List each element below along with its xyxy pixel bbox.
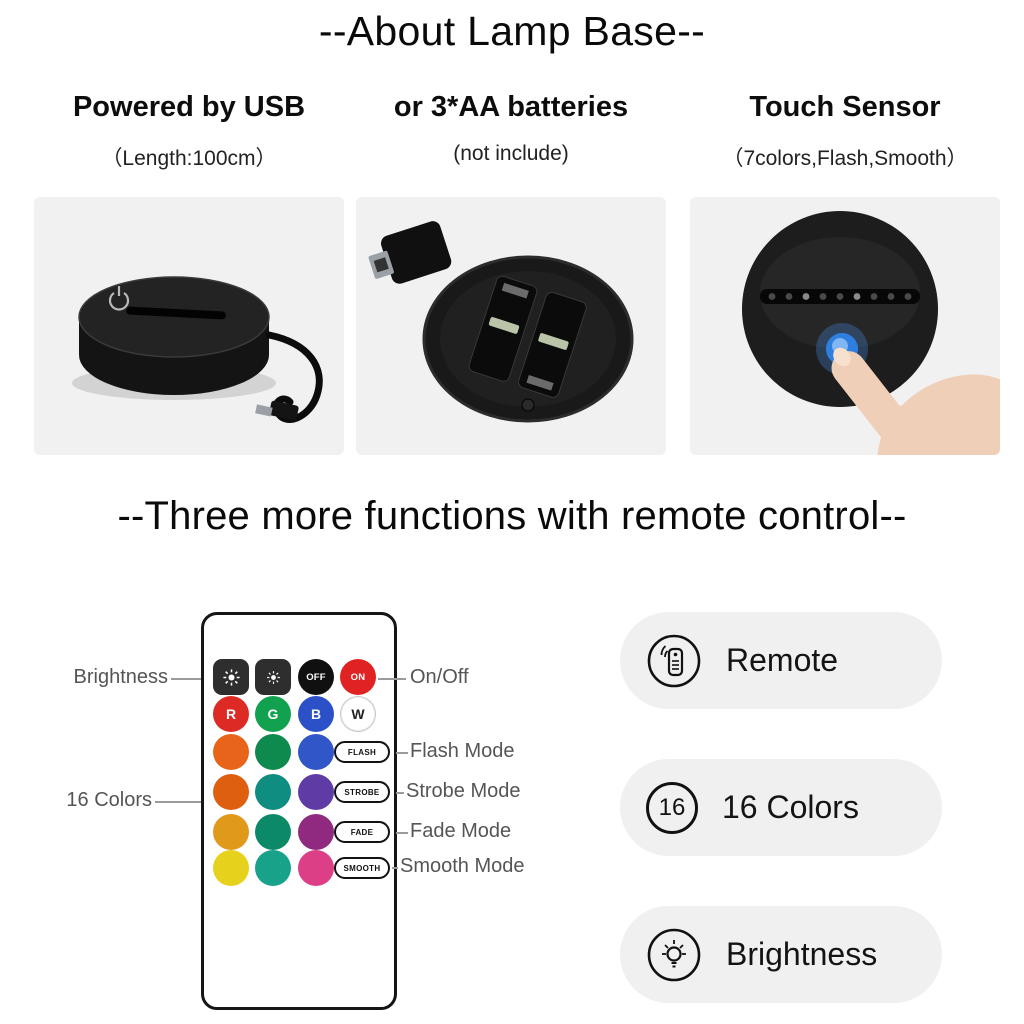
callout-line (392, 867, 398, 869)
blue-key-button: B (298, 696, 334, 732)
sixteen-colors-callout: 16 Colors (66, 789, 152, 811)
panel-usb: Powered by USB （Length:100cm） (34, 85, 344, 455)
16-badge-icon: 16 (646, 781, 698, 834)
brightness-up-button (213, 659, 249, 695)
panel-touch-subheading: （7colors,Flash,Smooth） (722, 147, 968, 170)
onoff-callout: On/Off (410, 666, 469, 688)
brightness-down-button (255, 659, 291, 695)
finger-image (831, 351, 1000, 455)
section-title: --Three more functions with remote contr… (117, 494, 907, 538)
sun-dim-icon (266, 670, 280, 684)
brightness-callout: Brightness (73, 666, 169, 688)
color-button (298, 850, 334, 886)
panel-touch: Touch Sensor （7colors,Flash,Smooth） (690, 85, 1000, 455)
callout-line (171, 678, 201, 680)
callout-line (155, 801, 201, 803)
callout-line (396, 752, 408, 754)
smooth-callout: Smooth Mode (400, 855, 525, 877)
feature-brightness-label: Brightness (726, 936, 878, 972)
touch-power-icon (108, 286, 130, 311)
strobe-button: STROBE (334, 781, 390, 803)
color-button (298, 774, 334, 810)
feature-16-colors-label: 16 Colors (722, 789, 859, 825)
touch-sensor-photo (690, 197, 1000, 455)
color-button (255, 734, 291, 770)
feature-remote-label: Remote (726, 642, 839, 678)
panel-touch-heading: Touch Sensor (749, 91, 941, 123)
red-key-button: R (213, 696, 249, 732)
panel-usb-heading: Powered by USB (72, 91, 306, 123)
strobe-callout: Strobe Mode (406, 780, 521, 802)
fade-callout: Fade Mode (410, 820, 512, 842)
white-key-button: W (340, 696, 376, 732)
color-button (298, 814, 334, 850)
color-button (213, 774, 249, 810)
color-button (255, 850, 291, 886)
panel-battery: or 3*AA batteries (not include) (356, 85, 666, 455)
usb-base-photo (34, 197, 344, 455)
color-button (213, 850, 249, 886)
color-button (255, 774, 291, 810)
smooth-button: SMOOTH (334, 857, 390, 879)
color-button (255, 814, 291, 850)
touch-sensor-image (742, 211, 1000, 455)
callout-line (378, 678, 406, 680)
feature-16-colors: 16 16 Colors (620, 759, 942, 856)
panel-battery-heading: or 3*AA batteries (393, 91, 629, 123)
color-button (298, 734, 334, 770)
page-title: --About Lamp Base-- (318, 8, 706, 54)
color-button (213, 814, 249, 850)
flash-button: FLASH (334, 741, 390, 763)
remote-control: OFF ON R G B W FLASH STROBE FADE SMOOTH (201, 612, 397, 1010)
feature-brightness: Brightness (620, 906, 942, 1003)
on-button: ON (340, 659, 376, 695)
color-button (213, 734, 249, 770)
battery-base-photo (356, 197, 666, 455)
callout-line (396, 832, 408, 834)
usb-plug-image (368, 221, 452, 284)
lamp-base-battery-image (368, 221, 634, 423)
lamp-base-usb-image (72, 276, 323, 423)
feature-remote: Remote (620, 612, 942, 709)
green-key-button: G (255, 696, 291, 732)
off-button: OFF (298, 659, 334, 695)
brightness-icon (647, 928, 701, 981)
flash-callout: Flash Mode (410, 740, 515, 762)
sun-icon (222, 668, 240, 686)
callout-line (396, 792, 404, 794)
panel-battery-subheading: (not include) (453, 142, 569, 165)
remote-icon (647, 634, 701, 687)
fade-button: FADE (334, 821, 390, 843)
panel-usb-subheading: （Length:100cm） (101, 147, 277, 170)
